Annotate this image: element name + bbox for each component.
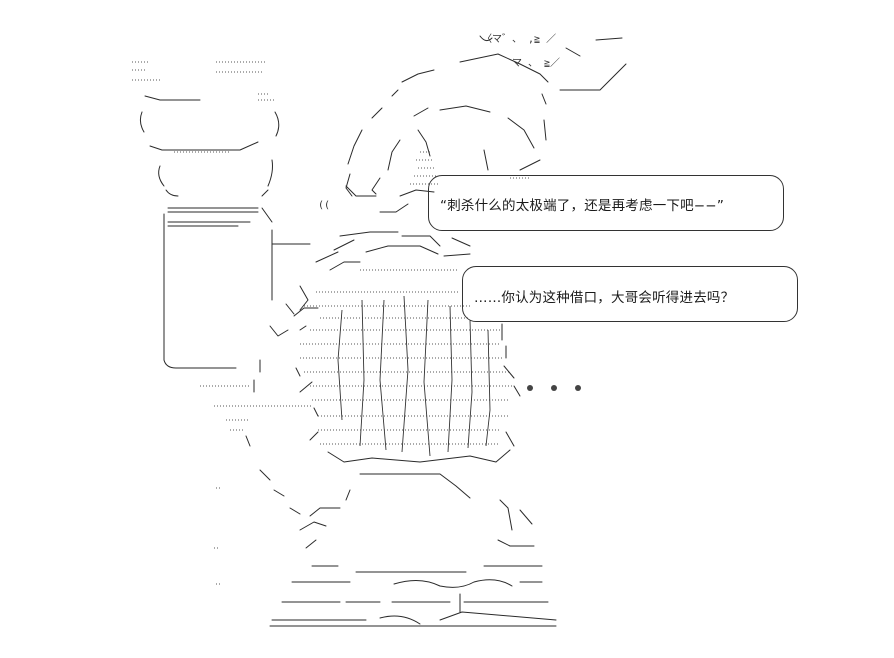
ascii-accent-corner-mark: ((: [318, 200, 331, 211]
ascii-accent-top-right-2: マ 、 ≧／: [512, 58, 561, 69]
ascii-accent-top-right: 〈マ゛、 ,≧ ／: [482, 34, 557, 45]
bottle-outline: [132, 61, 312, 447]
lower-body: [214, 469, 557, 627]
speech-bubble-2: [462, 266, 798, 322]
speech-bubble-1: [428, 175, 784, 231]
speech-bubble-2-text: ……你认为这种借口，大哥会听得进去吗？: [474, 290, 735, 306]
character-body: [269, 231, 581, 463]
speech-bubble-1-text: “刺杀什么的太极端了，还是再考虑一下吧−−”: [440, 198, 725, 214]
